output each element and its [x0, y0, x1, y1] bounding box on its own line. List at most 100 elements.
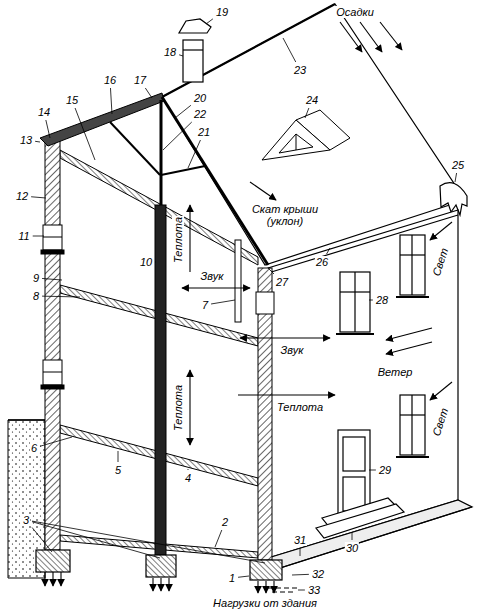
callout-number: 25 — [451, 159, 465, 171]
leader-line — [42, 278, 62, 280]
leader-line — [145, 88, 152, 98]
callout-number: 16 — [103, 74, 117, 86]
callout-number: 18 — [163, 46, 177, 58]
precipitation-arrow — [360, 22, 382, 52]
leader-line — [75, 108, 95, 160]
heat-arrow — [189, 205, 190, 272]
heat-arrow — [189, 370, 190, 445]
callout-number: 12 — [15, 190, 29, 202]
roof-ridge — [162, 4, 335, 97]
leader-line — [300, 548, 301, 556]
window-section — [43, 360, 62, 385]
annotation-text: Звук — [200, 270, 225, 282]
callout-number: 10 — [139, 256, 153, 268]
leader-line — [206, 19, 213, 24]
slope-arrow — [250, 182, 276, 200]
foundations — [36, 550, 70, 572]
callout-number: 22 — [193, 108, 207, 120]
callout-number: 1 — [228, 572, 236, 584]
callout-number: 7 — [201, 299, 209, 311]
walls — [41, 250, 64, 254]
wind-arrow — [386, 342, 432, 354]
sound-arrow — [240, 337, 330, 338]
callout-number: 13 — [19, 134, 33, 146]
leader-line — [118, 451, 119, 462]
callout-number: 23 — [293, 64, 307, 76]
strut — [161, 166, 205, 175]
annotation-text: Ветер — [377, 366, 414, 378]
annotation-text: Нагрузки от здания — [212, 597, 318, 609]
leader-line — [305, 108, 309, 118]
step — [316, 504, 404, 538]
callout-number: 26 — [315, 256, 329, 268]
leader-line — [155, 262, 157, 263]
leader-line — [179, 55, 183, 56]
king-post — [160, 100, 163, 205]
snow-overhang — [440, 183, 467, 215]
callout-number: 27 — [275, 276, 289, 288]
callout-number: 3 — [22, 514, 30, 526]
leader-line — [369, 300, 373, 301]
window — [340, 291, 370, 292]
chimney — [183, 40, 203, 82]
callout-number: 24 — [305, 94, 319, 106]
precipitation-arrow — [380, 22, 402, 50]
chimney — [179, 19, 211, 82]
roof-structure — [40, 93, 268, 265]
leader-line — [40, 437, 72, 446]
load-arrow — [160, 578, 161, 591]
partition — [235, 240, 241, 322]
callout-number: 30 — [345, 542, 359, 554]
callout-number: 14 — [37, 106, 51, 118]
front-facade — [268, 210, 472, 568]
annotation-text: Скат крыши (уклон) — [248, 203, 322, 227]
leader-line — [32, 521, 265, 563]
callout-number: 5 — [114, 464, 122, 476]
leader-line — [32, 522, 160, 558]
outer-wall — [45, 140, 60, 550]
walls — [43, 372, 62, 373]
sound-arrow — [182, 287, 250, 288]
leader-line — [33, 236, 44, 237]
strut — [110, 122, 160, 175]
window — [340, 272, 370, 332]
foundations — [146, 555, 176, 577]
callout-number: 19 — [215, 6, 229, 18]
leader-line — [298, 590, 305, 591]
window — [396, 235, 429, 297]
leader-line — [455, 173, 457, 182]
window — [400, 254, 425, 255]
annotation-text: Теплота — [276, 401, 324, 413]
leader-line — [369, 470, 376, 471]
walls — [41, 385, 64, 389]
leader-line — [215, 530, 222, 547]
callout-number: 8 — [32, 290, 40, 302]
callout-number: 33 — [307, 584, 321, 596]
facade-wall — [268, 210, 458, 558]
leader-line — [327, 248, 330, 254]
window — [336, 272, 374, 334]
leader-line — [31, 197, 46, 198]
load-arrow — [257, 581, 258, 593]
leader-line — [32, 527, 52, 552]
leader-line — [188, 140, 200, 168]
leader-line — [238, 576, 249, 577]
rafter — [40, 93, 164, 146]
window — [396, 456, 429, 458]
window — [336, 333, 374, 335]
ground — [272, 592, 296, 593]
heat-arrow — [238, 394, 335, 395]
callout-number: 11 — [17, 230, 30, 242]
window — [396, 395, 429, 457]
callout-number: 4 — [184, 472, 192, 484]
leader-line — [35, 141, 40, 143]
light-arrow — [430, 222, 452, 240]
leader-line — [211, 300, 235, 304]
load-arrow — [265, 581, 266, 593]
dormer — [262, 110, 350, 160]
leader-line — [292, 574, 309, 576]
window — [396, 296, 429, 298]
partition — [235, 240, 241, 322]
window — [400, 414, 425, 415]
